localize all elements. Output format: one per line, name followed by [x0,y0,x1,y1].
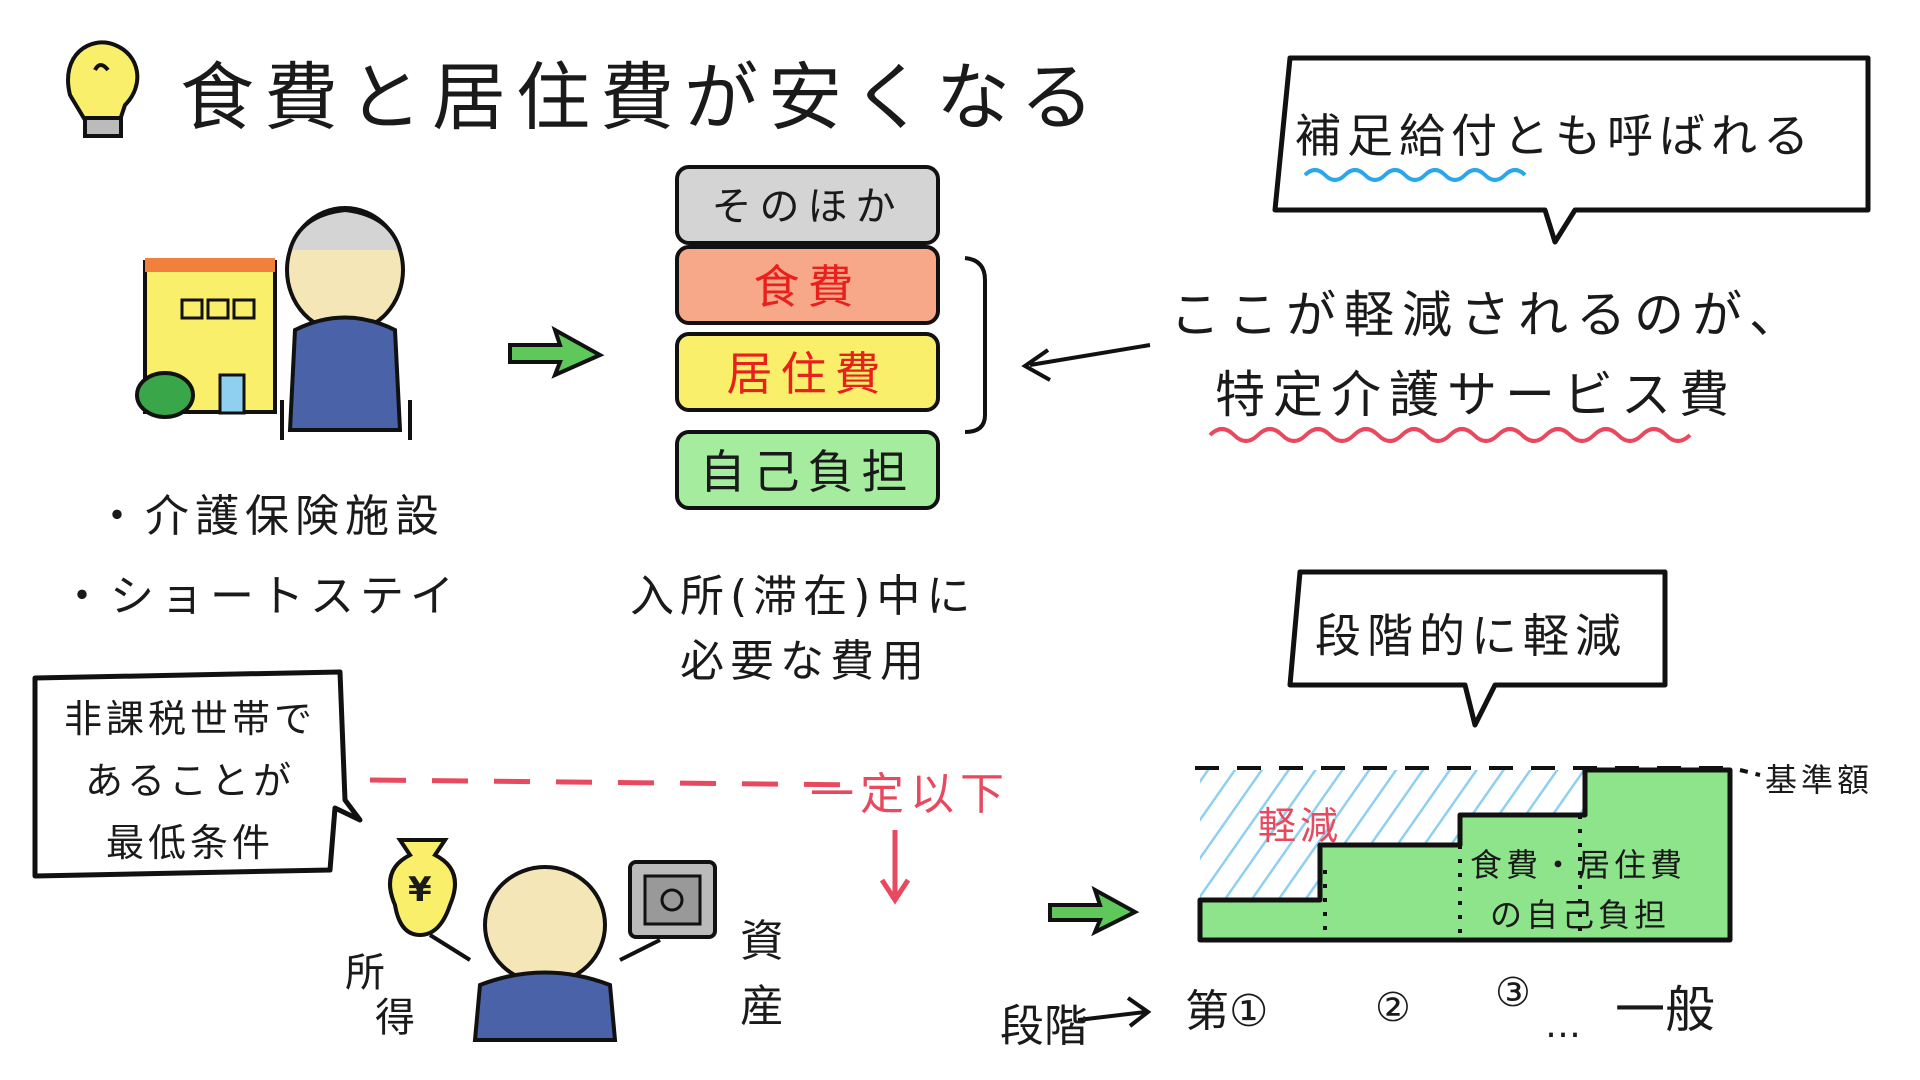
stage-label: 第① [1185,986,1269,1037]
reduction-text-line: ここが軽減されるのが、 [1170,286,1807,344]
stages-prefix: 段階 [1000,1001,1088,1052]
needed-costs-line: 入所(滞在)中に [630,571,977,622]
facility-building-icon [135,258,277,419]
bubble-condition-line: 非課税世帯で [63,697,316,741]
chart-reduction-label: 軽減 [1258,804,1343,848]
person-icon [428,865,661,1042]
stage-label: … [1545,1005,1581,1046]
speech-bubble-top [1272,55,1871,245]
stack-self-payment: 自己負担 [675,430,940,510]
needed-costs-line: 必要な費用 [680,636,930,687]
bubble-condition-line: あることが [84,759,295,803]
speech-bubble-condition [32,669,363,879]
facility-item: ・ショートステイ [60,571,460,622]
elderly-person-icon [280,206,412,440]
chart-burden-label: の自己負担 [1490,896,1671,934]
bracket [964,256,987,434]
stage-label: ② [1375,985,1411,1031]
bubble-top-text: 補足給付とも呼ばれる [1295,109,1815,163]
safe-icon [628,860,717,939]
stage-label: 一般 [1615,981,1715,1039]
red-wave [1208,427,1692,443]
money-bag-icon [388,838,457,938]
assets-label: 資 [740,916,784,967]
stack-other: そのほか [675,165,940,245]
arrow-left-icon [1021,343,1151,382]
chart-baseline-label: 基準額 [1765,761,1874,799]
bubble-condition-line: 最低条件 [105,821,274,865]
arrow-right-icon [508,325,605,379]
arrow-right-green-icon [1048,885,1140,937]
stage-arrow [1077,996,1152,1028]
threshold-dashed-line [369,777,861,788]
facility-item: ・介護保険施設 [95,491,445,542]
threshold-label: 一定以下 [810,769,1010,820]
assets-label: 産 [740,981,784,1032]
arrow-down-icon [879,830,911,905]
reduction-text-line: 特定介護サービス費 [1215,366,1737,424]
speech-bubble-step [1287,569,1668,728]
income-label: 所 [345,950,385,996]
chart-burden-label: 食費・居住費 [1470,846,1687,884]
stack-housing: 居住費 [675,332,940,412]
income-label: 得 [375,995,415,1041]
yen-symbol: ¥ [408,870,432,910]
stage-label: ③ [1495,970,1531,1016]
stack-food: 食費 [675,245,940,325]
page-title: 食費と居住費が安くなる [180,55,1104,141]
staircase-chart [1195,766,1761,943]
blue-wave [1303,168,1527,182]
lightbulb-icon [66,40,140,138]
bubble-step-text: 段階的に軽減 [1315,609,1627,663]
